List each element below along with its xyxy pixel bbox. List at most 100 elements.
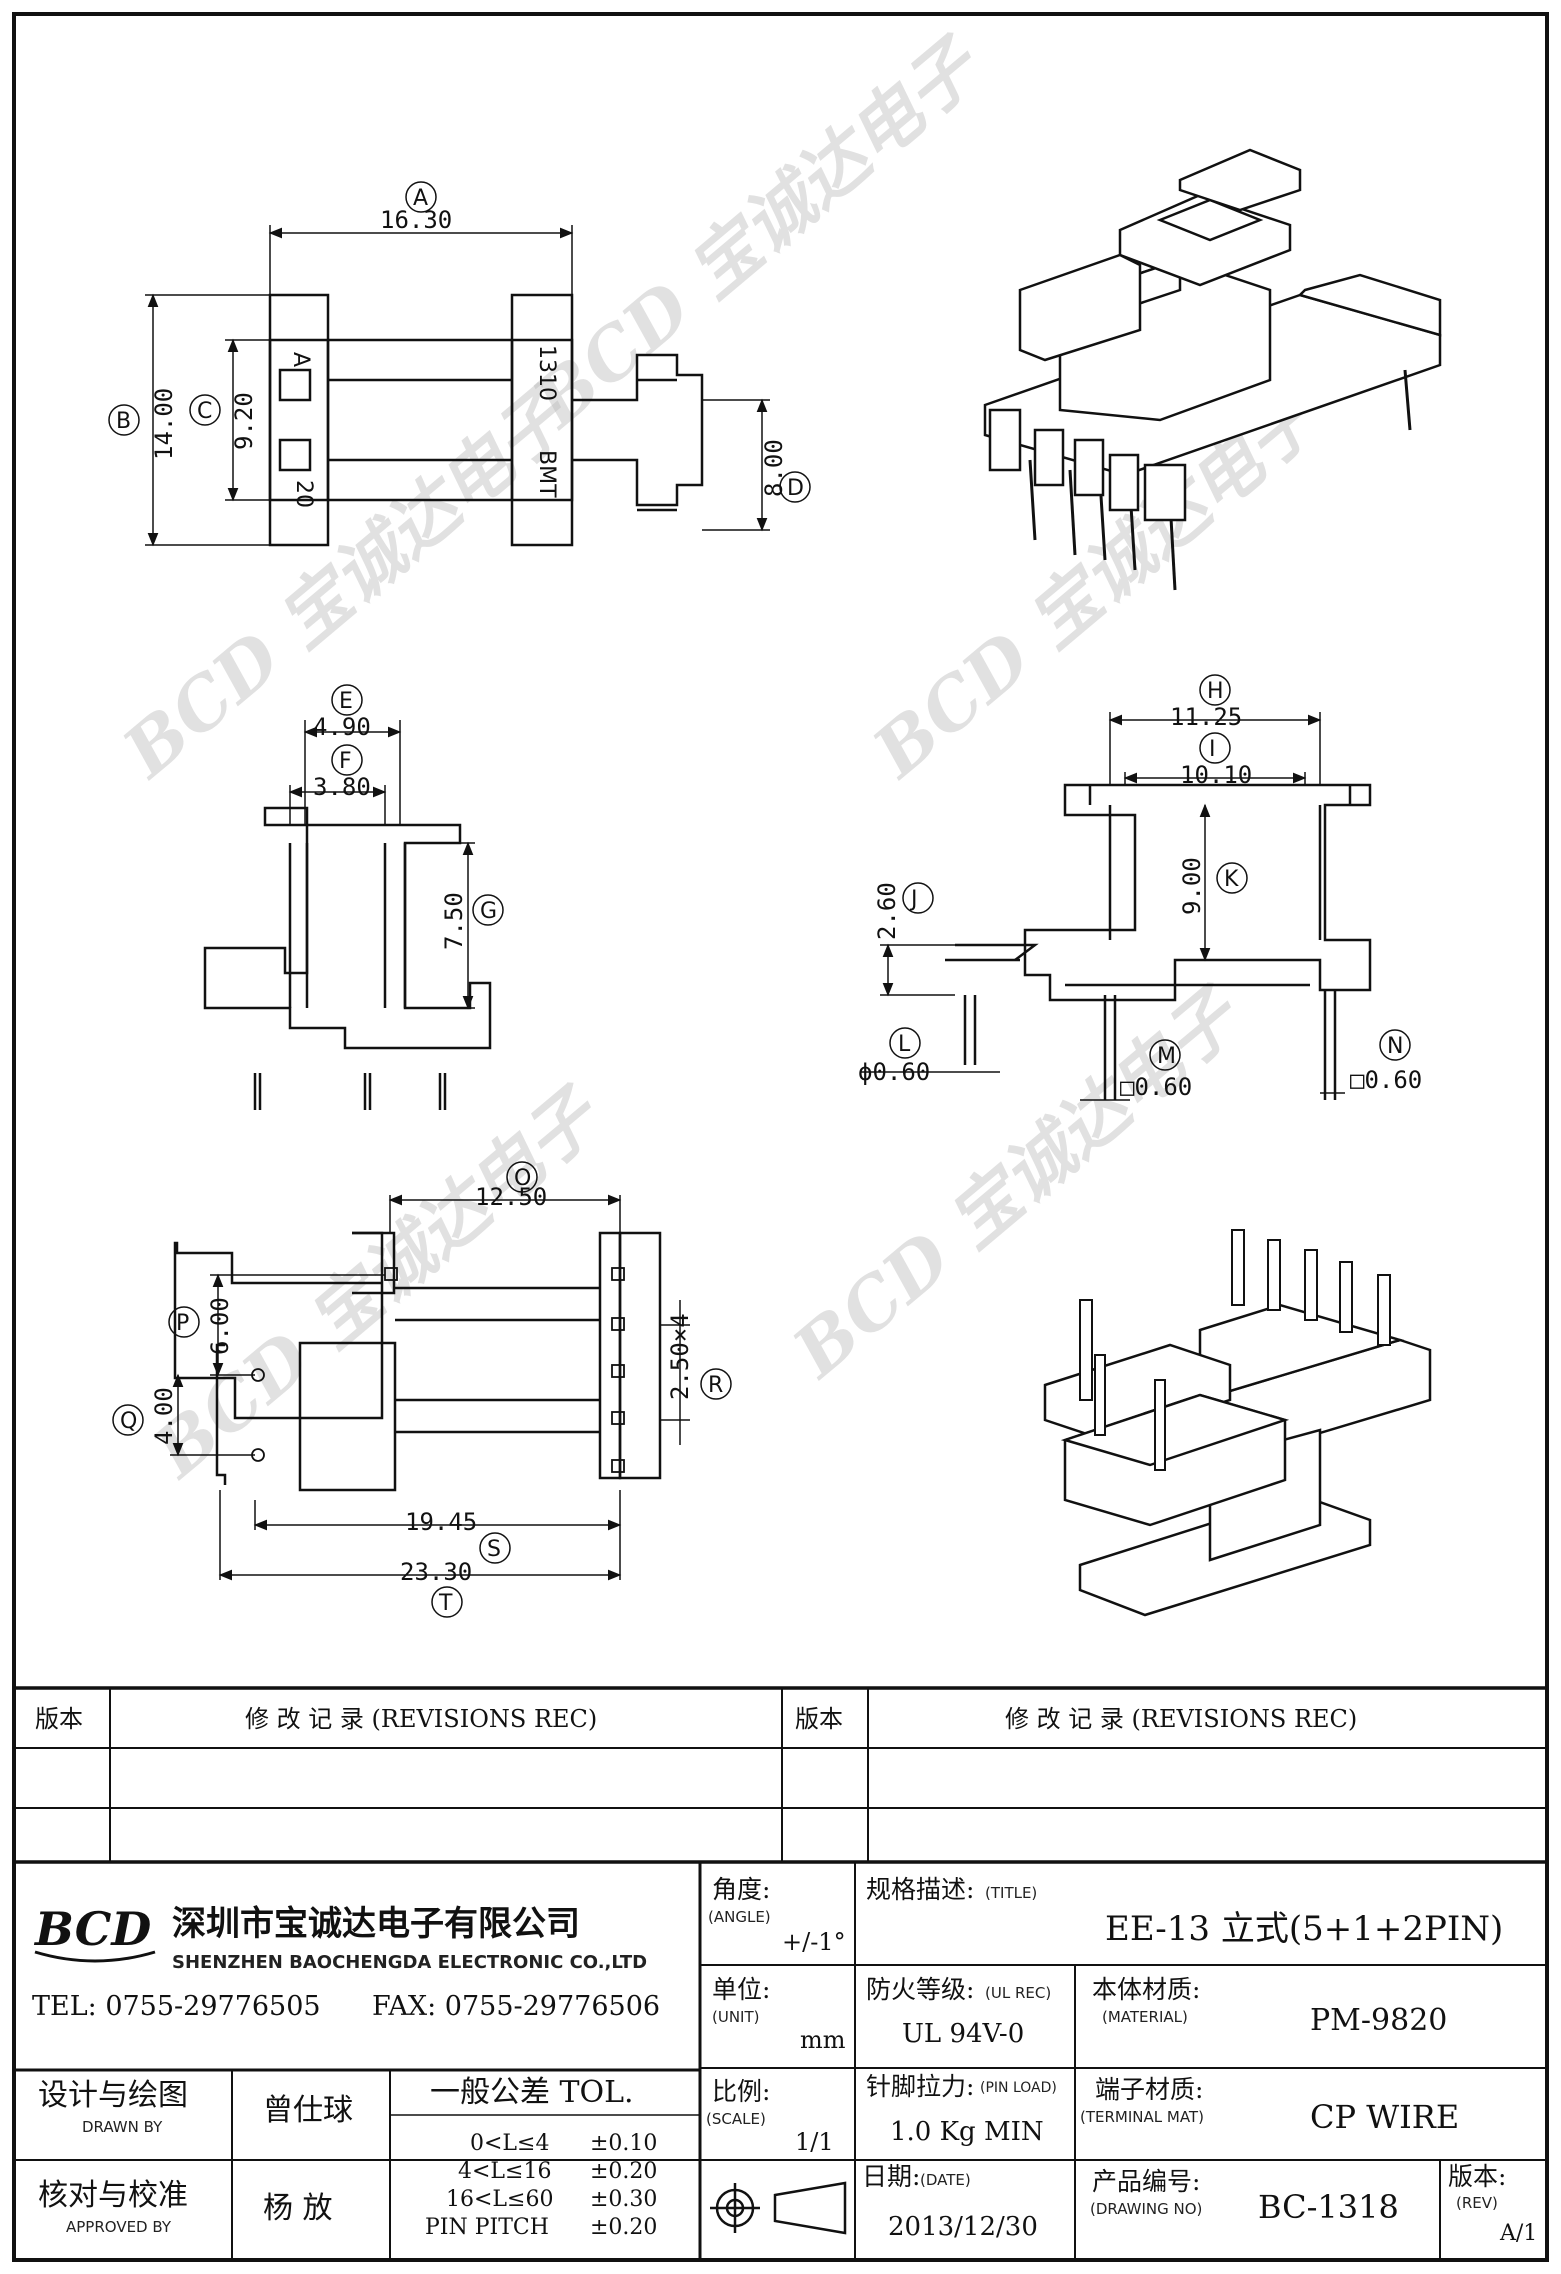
svg-text:DRAWN BY: DRAWN BY xyxy=(82,2118,163,2136)
svg-text:L: L xyxy=(898,1032,911,1057)
iso-view-1 xyxy=(983,148,1442,591)
svg-text:P: P xyxy=(176,1311,189,1336)
title-value: EE-13 立式(5+1+2PIN) xyxy=(1105,1909,1503,1949)
svg-text:2.60: 2.60 xyxy=(873,882,901,940)
svg-text:一般公差 TOL.: 一般公差 TOL. xyxy=(430,2075,634,2110)
svg-text:(TITLE): (TITLE) xyxy=(985,1884,1037,1902)
svg-text:±0.20: ±0.20 xyxy=(590,2215,657,2240)
bottom-view xyxy=(173,1231,662,1492)
svg-text:E: E xyxy=(339,689,353,714)
company-fax: FAX: 0755-29776506 xyxy=(372,1991,660,2022)
svg-text:本体材质:: 本体材质: xyxy=(1092,1975,1200,2004)
svg-text:9.20: 9.20 xyxy=(230,392,258,450)
front-view-dimensions xyxy=(860,674,1411,1101)
projection-symbol xyxy=(710,2181,847,2235)
top-view-dim-text: A 16.30 B 14.00 C 9.20 D 8.00 xyxy=(116,186,804,501)
svg-text:(MATERIAL): (MATERIAL) xyxy=(1102,2008,1188,2026)
iso-view-2 xyxy=(1043,1229,1432,1617)
svg-text:9.00: 9.00 xyxy=(1178,857,1206,915)
svg-text:BMT: BMT xyxy=(534,450,559,498)
tolerance-table: 0<L≤4 ±0.10 4<L≤16 ±0.20 16<L≤60 ±0.30 P… xyxy=(425,2131,657,2240)
svg-text:K: K xyxy=(1224,867,1239,892)
svg-text:UL 94V-0: UL 94V-0 xyxy=(902,2019,1024,2049)
company-tel: TEL: 0755-29776505 xyxy=(32,1991,321,2022)
svg-text:C: C xyxy=(197,399,212,424)
svg-text:N: N xyxy=(1387,1034,1403,1059)
svg-text:1310: 1310 xyxy=(534,345,559,401)
front-view-dim-text: H 11.25 I 10.10 K 9.00 J 2.60 L ϕ0.60 M … xyxy=(858,679,1422,1101)
svg-text:4.90: 4.90 xyxy=(313,713,371,741)
bottom-view-dim-text: O 12.50 P 6.00 Q 4.00 R 2.50×4 19.45 S 2… xyxy=(120,1166,723,1616)
svg-text:M: M xyxy=(1157,1044,1176,1069)
svg-text:16.30: 16.30 xyxy=(380,206,452,234)
svg-text:O: O xyxy=(514,1166,531,1191)
svg-text:F: F xyxy=(339,749,352,774)
svg-text:T: T xyxy=(438,1591,453,1616)
svg-text:(UL REC): (UL REC) xyxy=(985,1984,1051,2002)
svg-text:APPROVED BY: APPROVED BY xyxy=(66,2218,172,2236)
svg-text:修 改 记 录 (REVISIONS REC): 修 改 记 录 (REVISIONS REC) xyxy=(1005,1705,1357,1733)
bottom-view-dimensions xyxy=(112,1161,732,1618)
svg-text:ϕ0.60: ϕ0.60 xyxy=(858,1058,930,1086)
svg-text:CP WIRE: CP WIRE xyxy=(1310,2098,1459,2136)
svg-text:比例:: 比例: xyxy=(712,2077,770,2106)
svg-text:(DRAWING NO): (DRAWING NO) xyxy=(1090,2200,1202,2218)
svg-text:±0.30: ±0.30 xyxy=(590,2187,657,2212)
svg-text:mm: mm xyxy=(800,2026,846,2054)
svg-text:针脚拉力:: 针脚拉力: xyxy=(866,2072,974,2101)
svg-text:±0.20: ±0.20 xyxy=(590,2159,657,2184)
svg-text:4.00: 4.00 xyxy=(150,1387,178,1445)
svg-text:BCD 宝诚达电子: BCD 宝诚达电子 xyxy=(776,971,1258,1394)
top-view: A 1310 BMT 20 xyxy=(268,293,704,547)
svg-text:BCD: BCD xyxy=(33,1902,151,1956)
svg-text:(UNIT): (UNIT) xyxy=(712,2008,760,2026)
svg-text:PM-9820: PM-9820 xyxy=(1310,2003,1447,2038)
svg-text:(ANGLE): (ANGLE) xyxy=(708,1908,771,1926)
svg-text:R: R xyxy=(708,1373,723,1398)
svg-text:设计与绘图: 设计与绘图 xyxy=(38,2078,188,2113)
svg-text:规格描述:: 规格描述: xyxy=(866,1875,974,1904)
svg-text:20: 20 xyxy=(291,480,316,508)
company-name-en: SHENZHEN BAOCHENGDA ELECTRONIC CO.,LTD xyxy=(172,1952,647,1973)
svg-text:版本: 版本 xyxy=(35,1705,83,1733)
svg-text:产品编号:: 产品编号: xyxy=(1092,2167,1200,2196)
svg-text:+/-1°: +/-1° xyxy=(782,1928,846,1956)
svg-text:A: A xyxy=(413,186,428,211)
svg-text:G: G xyxy=(480,899,497,924)
svg-text:3.80: 3.80 xyxy=(313,773,371,801)
svg-text:核对与校准: 核对与校准 xyxy=(38,2178,188,2213)
svg-text:1/1: 1/1 xyxy=(795,2128,834,2156)
svg-text:8.00: 8.00 xyxy=(760,439,788,497)
svg-text:□0.60: □0.60 xyxy=(1120,1073,1192,1101)
title-block xyxy=(14,1686,1547,2260)
svg-text:端子材质:: 端子材质: xyxy=(1095,2075,1203,2104)
svg-text:角度:: 角度: xyxy=(712,1875,770,1904)
svg-text:11.25: 11.25 xyxy=(1170,703,1242,731)
svg-text:12.50: 12.50 xyxy=(475,1183,547,1211)
svg-text:23.30: 23.30 xyxy=(400,1558,472,1586)
side-view-dimensions xyxy=(288,684,504,1010)
svg-text:A/1: A/1 xyxy=(1499,2221,1537,2246)
svg-text:修 改 记 录 (REVISIONS REC): 修 改 记 录 (REVISIONS REC) xyxy=(245,1705,597,1733)
svg-text:A: A xyxy=(288,352,313,367)
svg-text:日期:: 日期: xyxy=(862,2162,920,2191)
svg-text:2013/12/30: 2013/12/30 xyxy=(888,2212,1038,2242)
svg-text:曾仕球: 曾仕球 xyxy=(263,2093,353,2128)
front-view xyxy=(945,783,1372,1100)
svg-text:J: J xyxy=(909,887,918,912)
side-view xyxy=(203,806,492,1110)
svg-text:S: S xyxy=(487,1537,501,1562)
svg-text:6.00: 6.00 xyxy=(206,1297,234,1355)
svg-text:I: I xyxy=(1209,737,1216,762)
top-view-dimensions xyxy=(108,181,811,547)
svg-text:防火等级:: 防火等级: xyxy=(866,1975,974,2004)
svg-text:PIN PITCH: PIN PITCH xyxy=(425,2215,549,2240)
revision-table: 版本 修 改 记 录 (REVISIONS REC) 版本 修 改 记 录 (R… xyxy=(35,1705,1357,1733)
svg-text:0<L≤4: 0<L≤4 xyxy=(470,2131,549,2156)
drawing-number: BC-1318 xyxy=(1258,2188,1399,2226)
signoff-block: 设计与绘图 DRAWN BY 曾仕球 核对与校准 APPROVED BY 杨 放… xyxy=(38,2075,657,2240)
svg-text:10.10: 10.10 xyxy=(1180,761,1252,789)
svg-text:7.50: 7.50 xyxy=(440,892,468,950)
svg-text:Q: Q xyxy=(120,1409,137,1434)
svg-text:H: H xyxy=(1207,679,1224,704)
